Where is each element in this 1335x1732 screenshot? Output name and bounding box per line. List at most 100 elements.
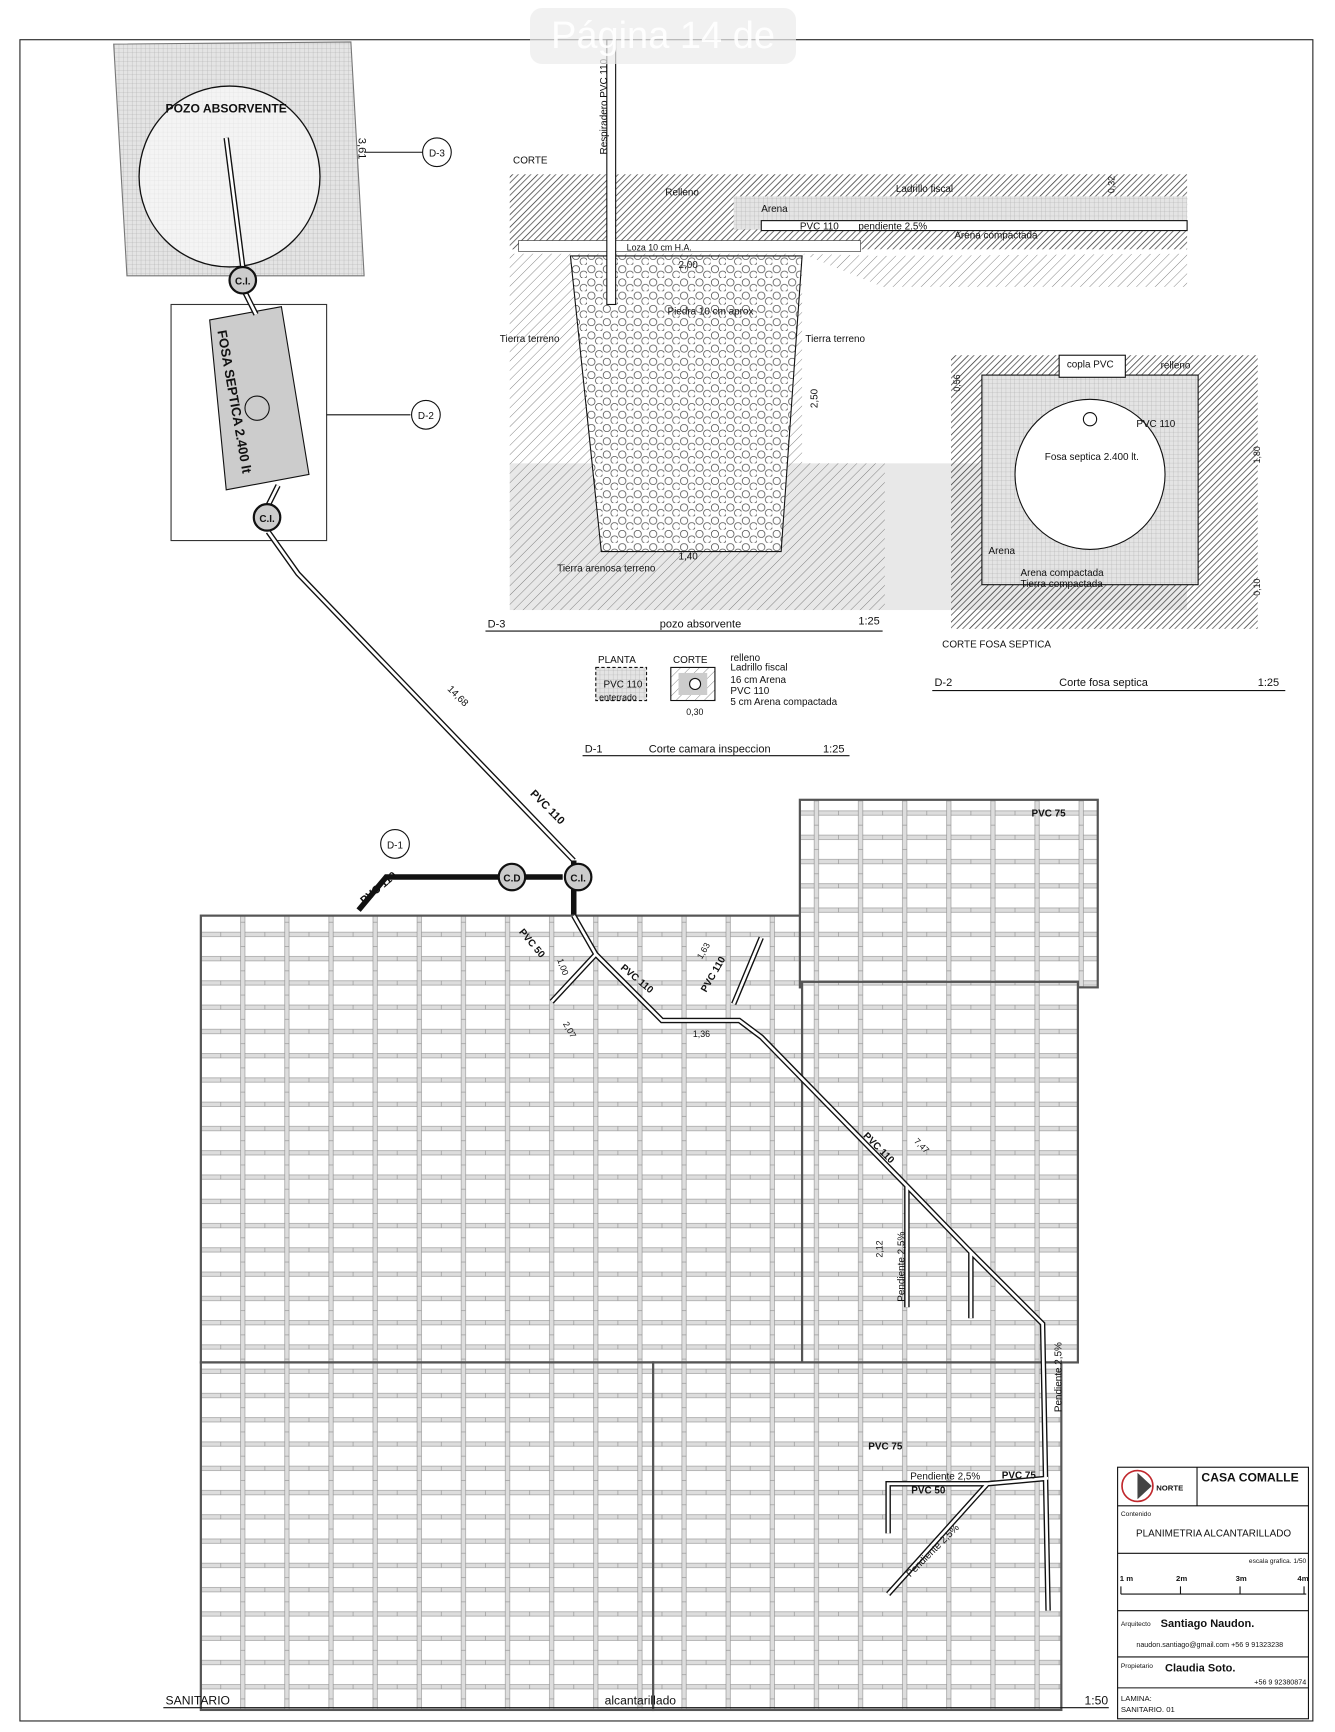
footer-scale: 1:50 (1085, 1693, 1109, 1707)
d3-label: Arena compactada (954, 230, 1038, 241)
lamina-value: SANITARIO. 01 (1121, 1705, 1175, 1714)
ci-label: C.I. (570, 873, 586, 884)
project-name: CASA COMALLE (1201, 1471, 1298, 1485)
ref-d3-label: D-3 (429, 149, 445, 160)
scale-tick: 3m (1236, 1574, 1247, 1583)
d3-label: Tierra terreno (805, 334, 865, 345)
page-indicator: Página 14 de 17 (530, 8, 796, 113)
slope-label: Pendiente 2,5% (897, 1232, 908, 1302)
d3-respiradero: Respiradero PVC 110 (599, 58, 610, 154)
d2-label: Arena compactada (1021, 568, 1105, 579)
d2-dimension: 0,56 (952, 374, 962, 391)
d3-label: Ladrillo fiscal (896, 184, 953, 195)
ci-chamber-2 (252, 503, 282, 532)
d2-dimension: 1,80 (1252, 446, 1262, 463)
d2-label: Fosa septica 2.400 lt. (1045, 452, 1139, 463)
d3-code: D-3 (488, 619, 506, 631)
d1-label: PVC 110 (604, 679, 643, 690)
d3-corte: CORTE (513, 155, 548, 166)
d1-label: relleno (730, 653, 760, 664)
d3-label: Arena (761, 204, 788, 215)
d1-label: 5 cm Arena compactada (730, 697, 837, 708)
d3-dimension: 2,00 (679, 260, 699, 271)
ci-chamber-1 (228, 265, 258, 295)
scale-tick: 2m (1176, 1574, 1187, 1583)
d3-label: Tierra arenosa terreno (557, 563, 656, 574)
d2-corte: CORTE FOSA SEPTICA (942, 640, 1051, 651)
footer-title: alcantarillado (605, 1693, 677, 1707)
detail-d1: PLANTA PVC 110 enterrado CORTE relleno L… (582, 653, 850, 757)
propietario-phone: +56 9 92380874 (1254, 1679, 1306, 1687)
d3-label: Tierra terreno (500, 334, 560, 345)
d2-label: relleno (1161, 360, 1191, 371)
ci-chamber-3 (563, 862, 593, 892)
ref-d1-bubble[interactable] (380, 829, 410, 859)
slope-label: Pendiente 2,5% (910, 1471, 980, 1482)
d3-label: PVC 110 (800, 221, 839, 232)
d2-title: Corte fosa septica (1059, 677, 1149, 689)
d2-code: D-2 (934, 677, 952, 689)
contenido-value: PLANIMETRIA ALCANTARILLADO (1136, 1529, 1291, 1540)
d1-label: PVC 110 (730, 686, 769, 697)
d3-dimension: 0,32 (1106, 176, 1116, 193)
d1-corte: CORTE (673, 655, 708, 666)
cd-label: C.D (503, 873, 520, 884)
ref-d2-label: D-2 (418, 411, 434, 422)
d2-scale: 1:25 (1258, 677, 1279, 689)
detail-d2: copla PVC relleno PVC 110 Fosa septica 2… (932, 354, 1286, 692)
pozo-label: POZO ABSORVENTE (166, 102, 287, 116)
d1-title: Corte camara inspeccion (649, 743, 771, 755)
d1-scale: 1:25 (823, 743, 844, 755)
scale-tick: 1 m (1120, 1574, 1133, 1583)
ref-d1-label: D-1 (387, 840, 403, 851)
pipe-label: PVC 75 (868, 1442, 903, 1453)
ref-d2-bubble[interactable] (411, 399, 441, 430)
d2-label: Tierra compactada (1021, 579, 1104, 590)
d3-scale: 1:25 (858, 615, 879, 627)
d1-label: enterrado (599, 693, 637, 703)
site-plan: POZO ABSORVENTE 3,61 D-3 FOSA SEPTICA 2.… (113, 41, 593, 916)
d3-title: pozo absorvente (660, 619, 741, 631)
d1-label: 16 cm Arena (730, 675, 786, 686)
d2-label: copla PVC (1067, 359, 1114, 370)
d3-label: pendiente 2.5% (858, 221, 927, 232)
title-block: NORTE CASA COMALLE Contenido PLANIMETRIA… (1117, 1466, 1310, 1720)
plan-dimension: 1,36 (693, 1029, 710, 1039)
footer-sheet-name: SANITARIO (166, 1693, 230, 1707)
lamina-label: LAMINA: (1121, 1694, 1152, 1703)
graphic-scale-bar (1120, 1586, 1307, 1595)
d3-label: Piedra 10 cm aprox (668, 306, 754, 317)
propietario-name: Claudia Soto. (1165, 1662, 1235, 1674)
propietario-label: Propietario (1121, 1663, 1153, 1670)
d1-planta: PLANTA (598, 655, 636, 666)
plan-dimension: 2,12 (875, 1240, 885, 1257)
d3-dimension: 2,50 (810, 388, 821, 408)
arquitecto-name: Santiago Naudon. (1161, 1618, 1255, 1630)
contenido-label: Contenido (1121, 1511, 1151, 1518)
d1-label: Ladrillo fiscal (730, 663, 787, 674)
d2-dimension: 0,10 (1252, 578, 1262, 595)
ci-label: C.I. (259, 514, 275, 525)
d2-label: Arena (989, 546, 1016, 557)
fosa-septica (209, 306, 310, 491)
arquitecto-contact: naudon.santiago@gmail.com +56 9 91323238 (1136, 1641, 1283, 1649)
north-label: NORTE (1156, 1483, 1183, 1492)
scale-tick: 4m (1297, 1574, 1308, 1583)
d3-dimension: 1,40 (679, 551, 699, 562)
slope-label: Pendiente 2,5% (1053, 1342, 1064, 1412)
pipe-label: PVC 75 (1002, 1470, 1037, 1481)
pipe-label: PVC 110 (358, 870, 399, 907)
ci-label: C.I. (235, 277, 251, 288)
d3-label: Relleno (665, 187, 699, 198)
pozo-dimension: 3,61 (356, 138, 368, 159)
run-dimension: 14,68 (445, 684, 471, 710)
scale-label: escala grafica. 1/50 (1249, 1558, 1307, 1565)
cd-chamber (497, 862, 527, 892)
d1-code: D-1 (585, 743, 603, 755)
ref-d3-bubble[interactable] (422, 137, 452, 168)
pipe-label: PVC 75 (1032, 808, 1067, 819)
d2-label: PVC 110 (1136, 419, 1175, 430)
d3-label: Loza 10 cm H.A. (627, 242, 692, 252)
arquitecto-label: Arquitecto (1121, 1621, 1151, 1628)
